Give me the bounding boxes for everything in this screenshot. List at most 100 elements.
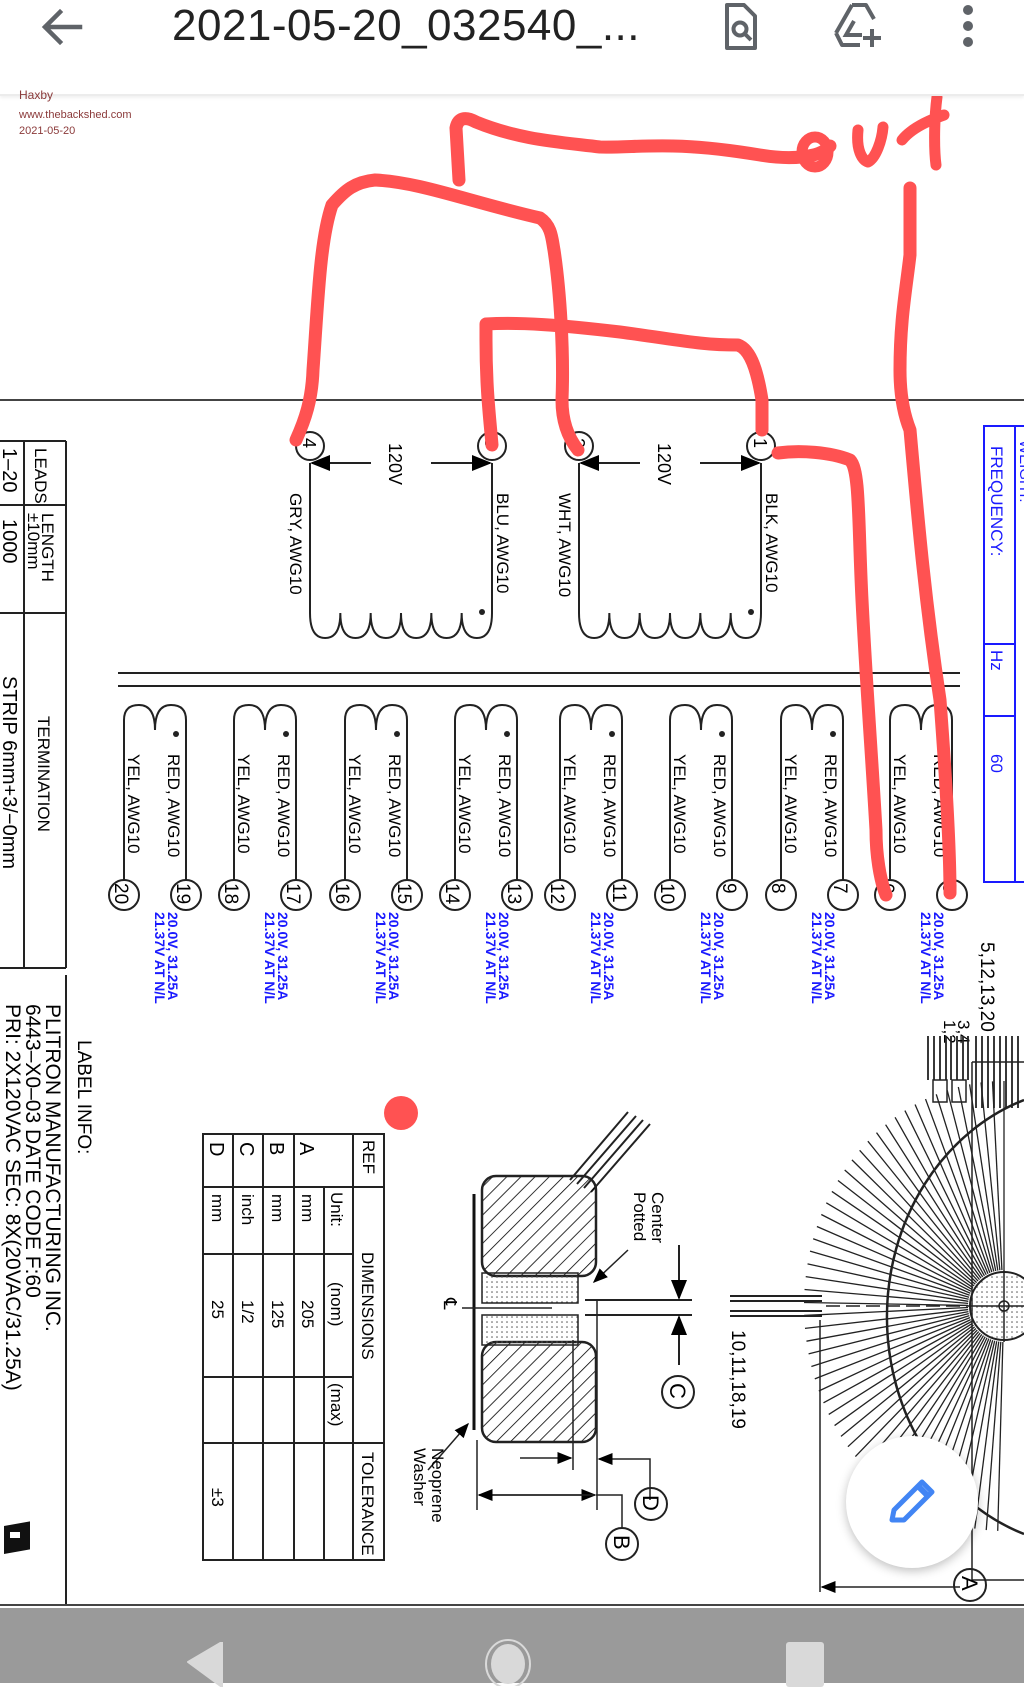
system-nav-bar (0, 1608, 1024, 1687)
winding-spoke (837, 1179, 975, 1287)
neoprene-label: Neoprene (428, 1448, 447, 1523)
length-tolerance-header: ±10mm (24, 513, 43, 570)
secondary-wire-label: YEL, AWG10 (890, 754, 909, 854)
winding-spoke (847, 1328, 977, 1448)
termination-value: STRIP 6mm+3/−0mm (0, 676, 20, 869)
edit-fab-button[interactable] (846, 1436, 978, 1568)
winding-spoke (904, 1110, 987, 1276)
winding-spoke (804, 1288, 969, 1305)
primary-voltage-label: 120V (654, 443, 674, 485)
secondary-pin (827, 879, 859, 911)
secondary-pin (108, 879, 140, 911)
dim-header-max: (max) (327, 1383, 346, 1426)
ref-a-label: A (957, 1576, 982, 1591)
secondary-rating-line1: 20.0V, 31.25A (165, 912, 181, 1000)
secondary-rating-line2: 21.37V AT N/L (698, 912, 714, 1004)
secondary-pin-label: 16 (331, 883, 352, 904)
nav-home-icon[interactable] (484, 1636, 532, 1686)
lead-group-mid2: 1,2 (940, 1020, 959, 1044)
secondary-rating-line2: 21.37V AT N/L (152, 912, 168, 1004)
dim-unit: mm (298, 1194, 317, 1222)
secondary-rating-line1: 20.0V, 31.25A (601, 912, 617, 1000)
add-to-drive-icon[interactable] (832, 2, 884, 52)
secondary-pin (391, 879, 423, 911)
primary-pin-label: 4 (299, 438, 319, 448)
secondary-pin-label: 9 (718, 883, 739, 894)
winding-spoke (867, 1140, 981, 1281)
secondary-wire-label: YEL, AWG10 (124, 754, 143, 854)
winding-spoke (818, 1319, 971, 1392)
dim-header-unit: Unit: (327, 1192, 346, 1227)
secondary-rating-line2: 21.37V AT N/L (588, 912, 604, 1004)
winding-spoke (805, 1275, 969, 1302)
secondary-pin (329, 879, 361, 911)
nav-back-icon[interactable] (186, 1642, 226, 1687)
document-search-icon[interactable] (714, 2, 766, 52)
dim-header-tolerance: TOLERANCE (358, 1452, 377, 1556)
winding-spoke (808, 1313, 969, 1355)
dim-tolerance: ±3 (208, 1488, 227, 1507)
dim-nom: 1/2 (238, 1300, 257, 1324)
centerline-symbol: ℄ (440, 1297, 460, 1310)
edit-pencil-icon (889, 1479, 935, 1523)
center-potted-label: Center (648, 1192, 667, 1243)
document-title: 2021-05-20_032540_... (172, 1, 641, 50)
primary-coil (309, 612, 493, 640)
secondary-wire-label: RED, AWG10 (600, 754, 619, 857)
secondary-pin (874, 879, 906, 911)
secondary-wire-label: YEL, AWG10 (234, 754, 253, 854)
secondary-pin (501, 879, 533, 911)
secondary-pin-label: 17 (282, 883, 303, 904)
dim-ref: A (295, 1142, 317, 1156)
winding-spoke (935, 1094, 993, 1273)
secondary-wire-label: RED, AWG10 (274, 754, 293, 857)
winding-spoke (957, 1086, 997, 1272)
winding-spoke (985, 1341, 1002, 1531)
hand-drawn-annotation (289, 91, 957, 902)
ref-d-label: D (638, 1495, 663, 1511)
secondary-coil (559, 703, 623, 881)
secondary-pin-label: 11 (608, 883, 629, 903)
secondary-pin (280, 879, 312, 911)
winding-spoke (859, 1149, 979, 1282)
ref-c-label: C (665, 1383, 690, 1399)
back-arrow-icon[interactable] (36, 4, 92, 50)
winding-spoke (997, 1341, 1004, 1531)
secondary-coil (454, 703, 518, 881)
winding-spoke (875, 1132, 982, 1279)
secondary-coil (123, 703, 187, 881)
winding-spoke (823, 1320, 972, 1404)
ref-b-marker (605, 1527, 639, 1561)
termination-header: TERMINATION (34, 716, 53, 832)
winding-spoke (814, 1317, 971, 1380)
secondary-pin-label: 13 (503, 883, 524, 904)
primary-wire-label: GRY, AWG10 (286, 493, 305, 595)
label-info-line-1: PLITRON MANUFACTURING INC. (41, 1004, 64, 1332)
secondary-coil (344, 703, 408, 881)
polarity-dot (830, 731, 836, 737)
secondary-rating-line2: 21.37V AT N/L (262, 912, 278, 1004)
winding-spoke (834, 1324, 974, 1427)
secondary-rating-line1: 20.0V, 31.25A (931, 912, 947, 1000)
length-value: 1000 (0, 519, 20, 564)
secondary-rating-line2: 21.37V AT N/L (483, 912, 499, 1004)
more-vert-icon[interactable] (942, 2, 994, 52)
washer-label: Washer (410, 1448, 429, 1506)
leads-table: LEADS LENGTH ±10mm TERMINATION 1–20 1000… (0, 440, 67, 969)
winding-spoke (844, 1169, 976, 1285)
weight-label-partial: WEIGHT: (1016, 440, 1024, 503)
secondary-coil (233, 703, 297, 881)
secondary-pin-label: 10 (656, 883, 677, 904)
winding-spoke (825, 1202, 973, 1291)
primary-wire-label: WHT, AWG10 (555, 493, 574, 597)
dim-header-ref: REF (359, 1140, 378, 1174)
secondary-pin-label: 20 (110, 883, 131, 904)
label-info-heading: LABEL INFO: (73, 1040, 94, 1154)
section-view: ℄ C Center Potted D B Neoprene Washer (410, 1111, 695, 1561)
dim-ref: B (265, 1142, 287, 1155)
winding-spoke (974, 1341, 1000, 1529)
secondary-wire-label: RED, AWG10 (164, 754, 183, 857)
nav-recents-icon[interactable] (786, 1642, 824, 1687)
secondary-pin-label: 18 (220, 883, 241, 904)
dim-unit: mm (268, 1194, 287, 1222)
